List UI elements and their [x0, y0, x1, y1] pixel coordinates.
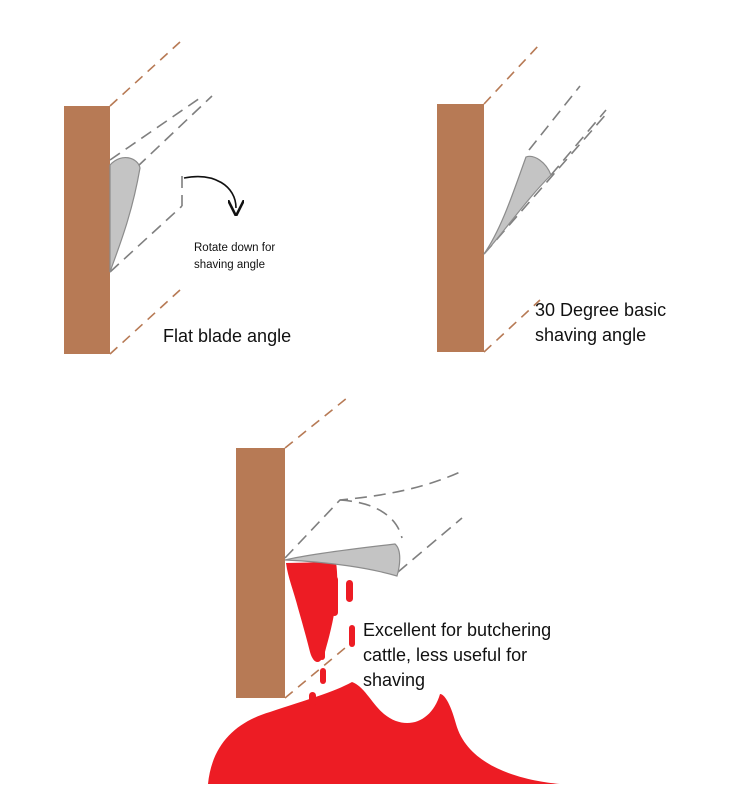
razor-blade — [284, 543, 401, 577]
curved-arrow-icon — [183, 175, 236, 208]
rotate-note-line1: Rotate down for — [194, 242, 275, 254]
blood-pool — [208, 682, 560, 784]
butcher-caption-line1: Excellent for butchering — [363, 620, 551, 640]
panel-flat-blade: Rotate down for shaving angle Flat blade… — [64, 41, 291, 355]
rotate-note-line2: shaving angle — [194, 259, 265, 271]
razor-blade — [483, 155, 552, 255]
guide-lines — [284, 397, 463, 699]
butcher-caption-line2: cattle, less useful for — [363, 645, 527, 665]
guide-lines — [483, 43, 609, 353]
razor-blade — [109, 157, 141, 273]
wood-block — [64, 106, 110, 354]
wood-block — [437, 104, 484, 352]
butcher-caption-line3: shaving — [363, 670, 425, 690]
panel-butchering: Excellent for butchering cattle, less us… — [208, 397, 560, 784]
panel-30-degree: 30 Degree basic shaving angle — [437, 43, 666, 353]
30-degree-caption-line1: 30 Degree basic — [535, 300, 666, 320]
30-degree-caption-line2: shaving angle — [535, 325, 646, 345]
blood-drips — [286, 562, 355, 706]
wood-block — [236, 448, 285, 698]
flat-angle-caption: Flat blade angle — [163, 326, 291, 346]
guide-lines — [109, 41, 213, 355]
